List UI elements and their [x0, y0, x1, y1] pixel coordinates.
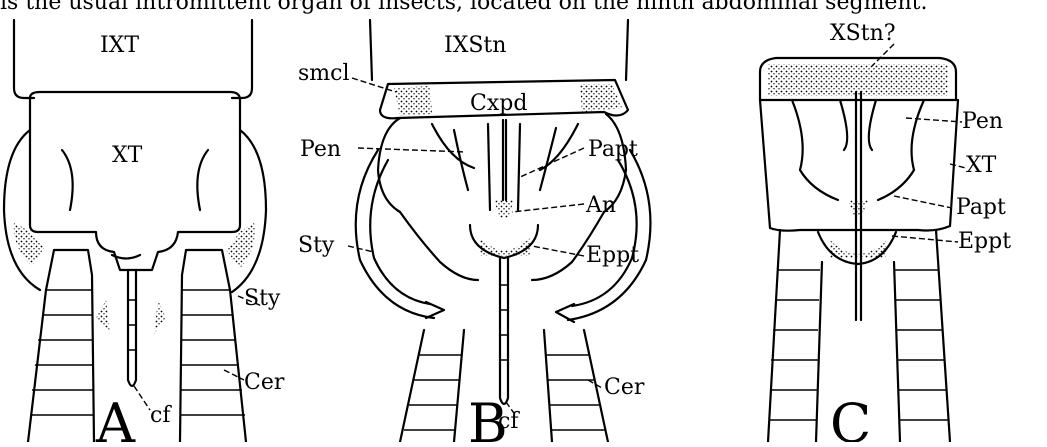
c-left-cercus: [768, 230, 822, 442]
c-label-xt: XT: [966, 153, 997, 178]
b-label-sty: Sty: [298, 233, 335, 258]
b-label-ixstn: IXStn: [444, 33, 506, 58]
c-right-cercus: [894, 230, 950, 442]
a-left-stylus: [96, 300, 110, 334]
a-ixt-right-edge: [232, 20, 252, 98]
c-figure-letter: C: [830, 392, 871, 442]
b-papt-leader: [518, 148, 584, 178]
a-ixt-left-edge: [14, 20, 34, 98]
b-eppt-stipple: [480, 238, 530, 256]
a-right-cercus-segments: [180, 290, 245, 415]
figure-b: IXStn smcl Cxpd Pen Papt An Sty Eppt Cer…: [298, 20, 650, 442]
c-inner-lines: [792, 100, 924, 200]
figure-c: XStn? Pen XT Papt Eppt C: [760, 21, 1011, 442]
a-figure-letter: A: [95, 392, 136, 442]
b-left-stylus: [356, 150, 434, 318]
a-label-ixt: IXT: [100, 33, 139, 58]
b-smcl-right: [580, 84, 622, 112]
b-right-cercus-segments: [546, 355, 605, 430]
c-eppt-leader: [892, 236, 958, 242]
b-right-stylus: [568, 150, 650, 320]
a-cer-leader: [224, 370, 244, 380]
b-label-smcl: smcl: [298, 61, 350, 86]
c-anal-cone: [848, 200, 868, 216]
c-label-papt: Papt: [956, 195, 1006, 220]
a-right-stylus: [154, 300, 166, 334]
b-penis-shaft: [503, 120, 506, 200]
c-pen-leader: [906, 118, 962, 122]
a-label-cer: Cer: [244, 370, 285, 395]
b-label-papt: Papt: [588, 137, 638, 162]
a-right-cercus: [180, 250, 246, 442]
a-left-bulge: [4, 130, 40, 290]
a-left-cercus: [28, 250, 94, 442]
a-xt-right-ridge: [197, 150, 208, 210]
a-tergum-x: [30, 92, 240, 270]
a-label-cf: cf: [150, 403, 172, 428]
c-label-xstn: XStn?: [830, 21, 896, 46]
b-caudal-filament: [500, 258, 508, 404]
c-sternum-stipple: [768, 64, 948, 96]
b-lower-lobes: [400, 212, 604, 280]
c-label-eppt: Eppt: [958, 229, 1011, 254]
b-label-pen: Pen: [300, 137, 341, 162]
b-label-cxpd: Cxpd: [470, 91, 527, 116]
c-penis-lobes: [840, 100, 876, 150]
b-left-cercus-segments: [404, 355, 462, 430]
c-papt-leader: [894, 196, 952, 208]
c-label-pen: Pen: [962, 109, 1003, 134]
b-anal-cone: [494, 200, 514, 218]
a-cf-leader: [134, 386, 150, 410]
b-left-cercus: [400, 330, 464, 442]
b-label-eppt: Eppt: [586, 243, 639, 268]
b-label-cer: Cer: [604, 375, 645, 400]
c-xstn-leader: [872, 44, 894, 66]
caption-text: is the usual intromittent organ of insec…: [0, 0, 1047, 16]
a-label-sty: Sty: [244, 286, 281, 311]
b-figure-letter: B: [468, 392, 508, 442]
a-caudal-filament: [128, 270, 136, 386]
a-caudal-filament-segments: [128, 300, 136, 350]
b-caudal-filament-segments: [500, 285, 508, 360]
b-smcl-left: [394, 86, 432, 116]
a-label-xt: XT: [112, 143, 143, 168]
b-an-leader: [512, 204, 584, 212]
b-sty-leader: [348, 246, 374, 252]
c-eppt-stipple: [830, 240, 886, 258]
figure-a: IXT XT Sty Cer cf A: [4, 20, 285, 442]
b-label-an: An: [585, 193, 616, 218]
c-xt-leader: [950, 164, 966, 168]
a-xt-left-ridge: [62, 150, 73, 210]
a-left-stipple: [14, 222, 44, 266]
a-right-bulge: [232, 130, 266, 292]
